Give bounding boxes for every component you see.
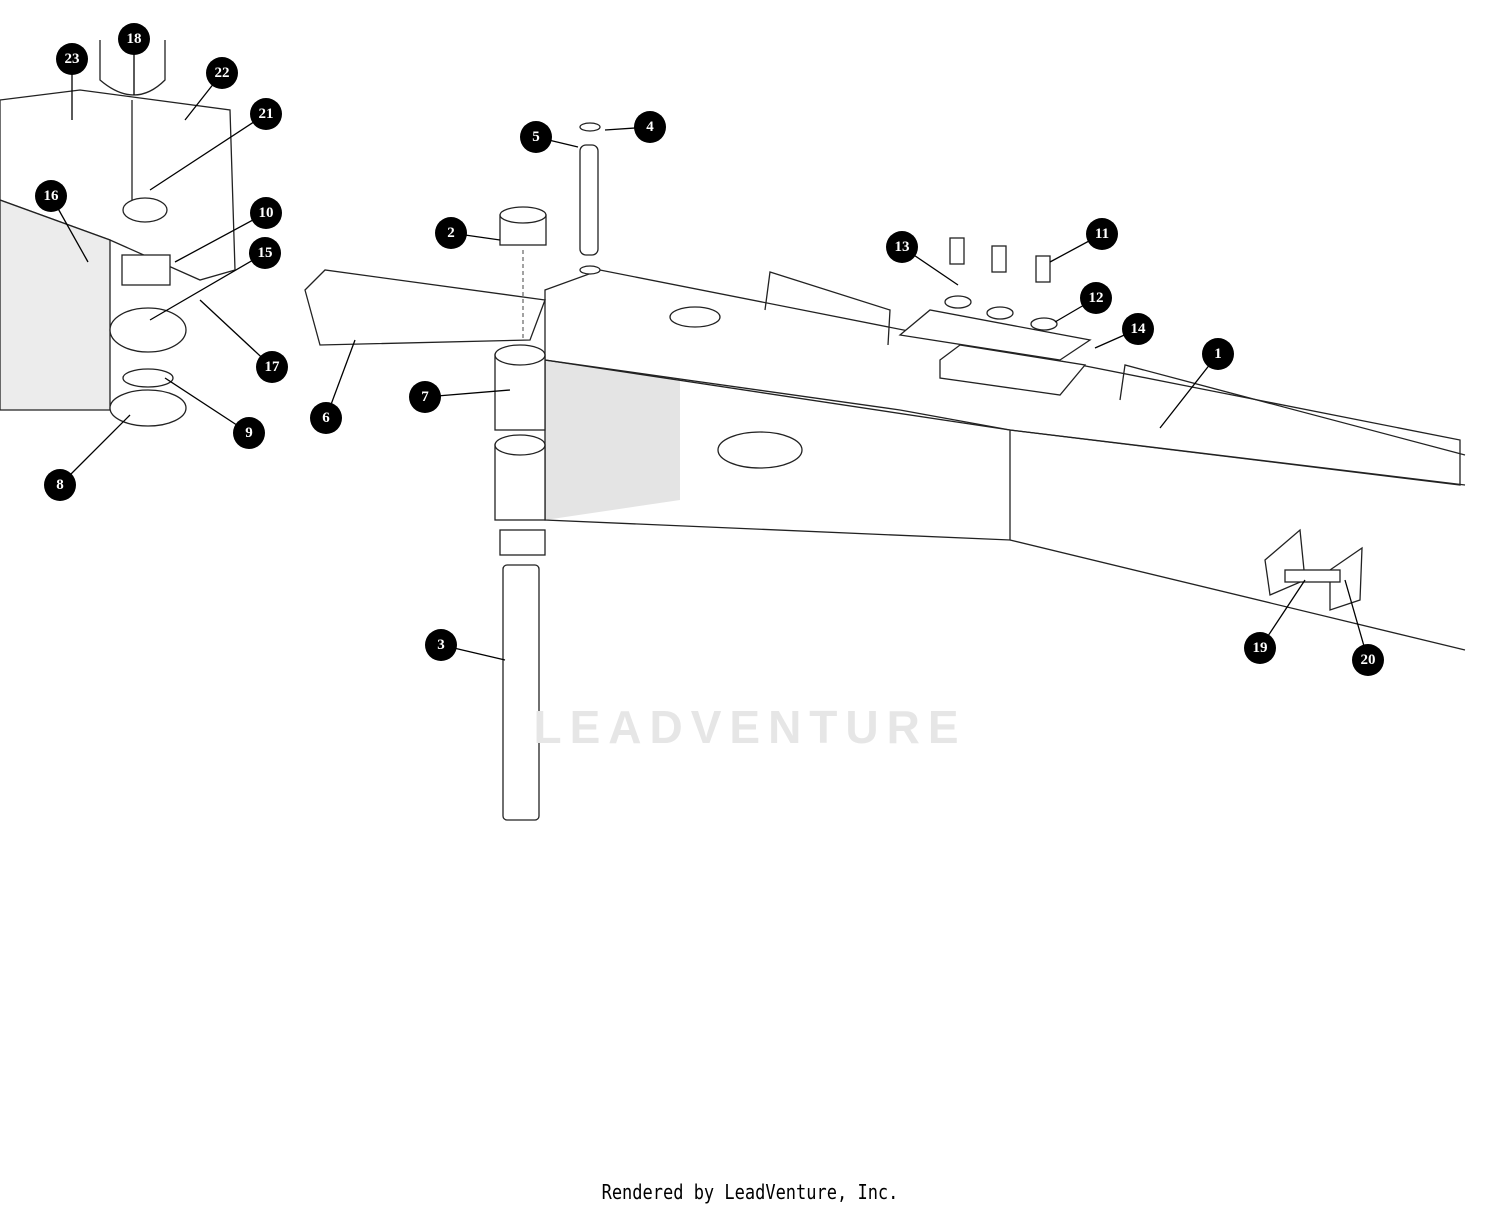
callout-3[interactable]: 3 [425, 629, 457, 661]
callout-17[interactable]: 17 [256, 351, 288, 383]
callout-circle [118, 23, 150, 55]
callout-number: 9 [245, 425, 253, 441]
callout-20[interactable]: 20 [1352, 644, 1384, 676]
callout-circle [256, 351, 288, 383]
callout-number: 4 [646, 119, 654, 135]
callout-number: 5 [532, 129, 540, 145]
callout-number: 7 [421, 389, 429, 405]
callout-1[interactable]: 1 [1202, 338, 1234, 370]
callout-8[interactable]: 8 [44, 469, 76, 501]
callout-15[interactable]: 15 [249, 237, 281, 269]
callout-number: 18 [127, 31, 142, 47]
callout-circle [634, 111, 666, 143]
callout-number: 12 [1089, 290, 1104, 306]
callout-number: 13 [895, 239, 910, 255]
callout-9[interactable]: 9 [233, 417, 265, 449]
callout-number: 19 [1253, 640, 1268, 656]
leader-line [149, 252, 266, 321]
footer-credit: Rendered by LeadVenture, Inc. [601, 1180, 899, 1204]
callout-circle [249, 237, 281, 269]
callout-circle [1244, 632, 1276, 664]
callout-4[interactable]: 4 [634, 111, 666, 143]
callout-number: 16 [44, 188, 60, 204]
leader-line [59, 414, 131, 486]
callout-19[interactable]: 19 [1244, 632, 1276, 664]
callout-number: 10 [259, 205, 274, 221]
callout-number: 20 [1361, 652, 1376, 668]
frame-drawing [0, 40, 1466, 821]
callout-number: 8 [56, 477, 64, 493]
callout-circle [310, 402, 342, 434]
callout-5[interactable]: 5 [520, 121, 552, 153]
callout-6[interactable]: 6 [310, 402, 342, 434]
callout-circle [1352, 644, 1384, 676]
callout-18[interactable]: 18 [118, 23, 150, 55]
callout-circle [1080, 282, 1112, 314]
callout-circle [425, 629, 457, 661]
leader-line [164, 377, 250, 434]
callout-number: 11 [1095, 226, 1109, 242]
callout-16[interactable]: 16 [35, 180, 67, 212]
watermark: LEADVENTURE [533, 701, 967, 753]
callout-number: 3 [437, 637, 445, 653]
callout-circle [250, 98, 282, 130]
callout-circle [250, 197, 282, 229]
callout-circle [35, 180, 67, 212]
callout-number: 14 [1131, 321, 1147, 337]
callout-circle [520, 121, 552, 153]
callout-circle [56, 43, 88, 75]
callout-number: 15 [258, 245, 273, 261]
callout-11[interactable]: 11 [1086, 218, 1118, 250]
callout-circle [1122, 313, 1154, 345]
callout-circle [886, 231, 918, 263]
callout-13[interactable]: 13 [886, 231, 918, 263]
callout-circle [233, 417, 265, 449]
callout-number: 17 [265, 359, 281, 375]
callout-14[interactable]: 14 [1122, 313, 1154, 345]
callout-2[interactable]: 2 [435, 217, 467, 249]
callout-circle [409, 381, 441, 413]
callout-23[interactable]: 23 [56, 43, 88, 75]
callout-number: 23 [65, 51, 80, 67]
callout-10[interactable]: 10 [250, 197, 282, 229]
callout-12[interactable]: 12 [1080, 282, 1112, 314]
callout-21[interactable]: 21 [250, 98, 282, 130]
callout-circle [435, 217, 467, 249]
callout-number: 22 [215, 65, 230, 81]
callout-number: 2 [447, 225, 455, 241]
callout-circle [1202, 338, 1234, 370]
callout-22[interactable]: 22 [206, 57, 238, 89]
callout-number: 1 [1214, 346, 1222, 362]
callout-number: 21 [259, 106, 274, 122]
callout-circle [206, 57, 238, 89]
callout-number: 6 [322, 410, 330, 426]
callout-7[interactable]: 7 [409, 381, 441, 413]
callout-circle [44, 469, 76, 501]
leader-line [199, 299, 273, 368]
leader-line [174, 212, 267, 263]
callout-circle [1086, 218, 1118, 250]
leader-line [149, 113, 267, 191]
